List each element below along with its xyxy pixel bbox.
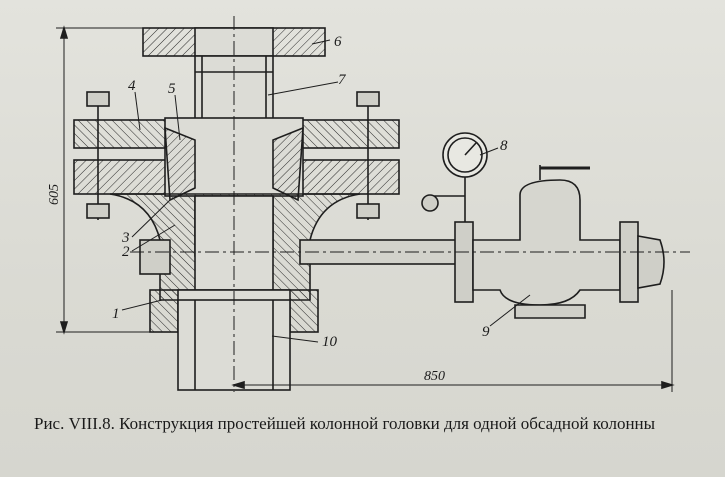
callout-4: 4 <box>128 78 136 94</box>
callout-7: 7 <box>338 72 347 88</box>
callout-3: 3 <box>121 230 130 246</box>
callout-5: 5 <box>168 81 176 97</box>
bolt-right <box>356 91 380 220</box>
callout-1: 1 <box>112 306 120 322</box>
valve-body <box>472 179 621 306</box>
seal-ring-right <box>272 126 304 202</box>
valve-flange-left <box>454 221 474 303</box>
callout-2: 2 <box>122 244 130 260</box>
bolt-left <box>86 91 110 220</box>
callout-10: 10 <box>322 334 338 350</box>
callout-8: 8 <box>500 138 508 154</box>
pressure-gauge <box>421 132 488 222</box>
callout-9: 9 <box>482 324 490 340</box>
valve-flange-right <box>619 221 639 303</box>
dimension-length: 850 <box>424 369 445 384</box>
end-cap <box>637 235 665 289</box>
callout-6: 6 <box>334 34 342 50</box>
dimension-height: 605 <box>47 184 62 205</box>
column-head-drawing: 1 2 3 4 5 6 7 8 9 10 605 850 <box>47 16 690 392</box>
side-plug <box>139 239 171 275</box>
seal-ring-left <box>164 126 196 202</box>
figure-caption: Рис. VIII.8. Конструкция простейшей коло… <box>34 414 656 433</box>
